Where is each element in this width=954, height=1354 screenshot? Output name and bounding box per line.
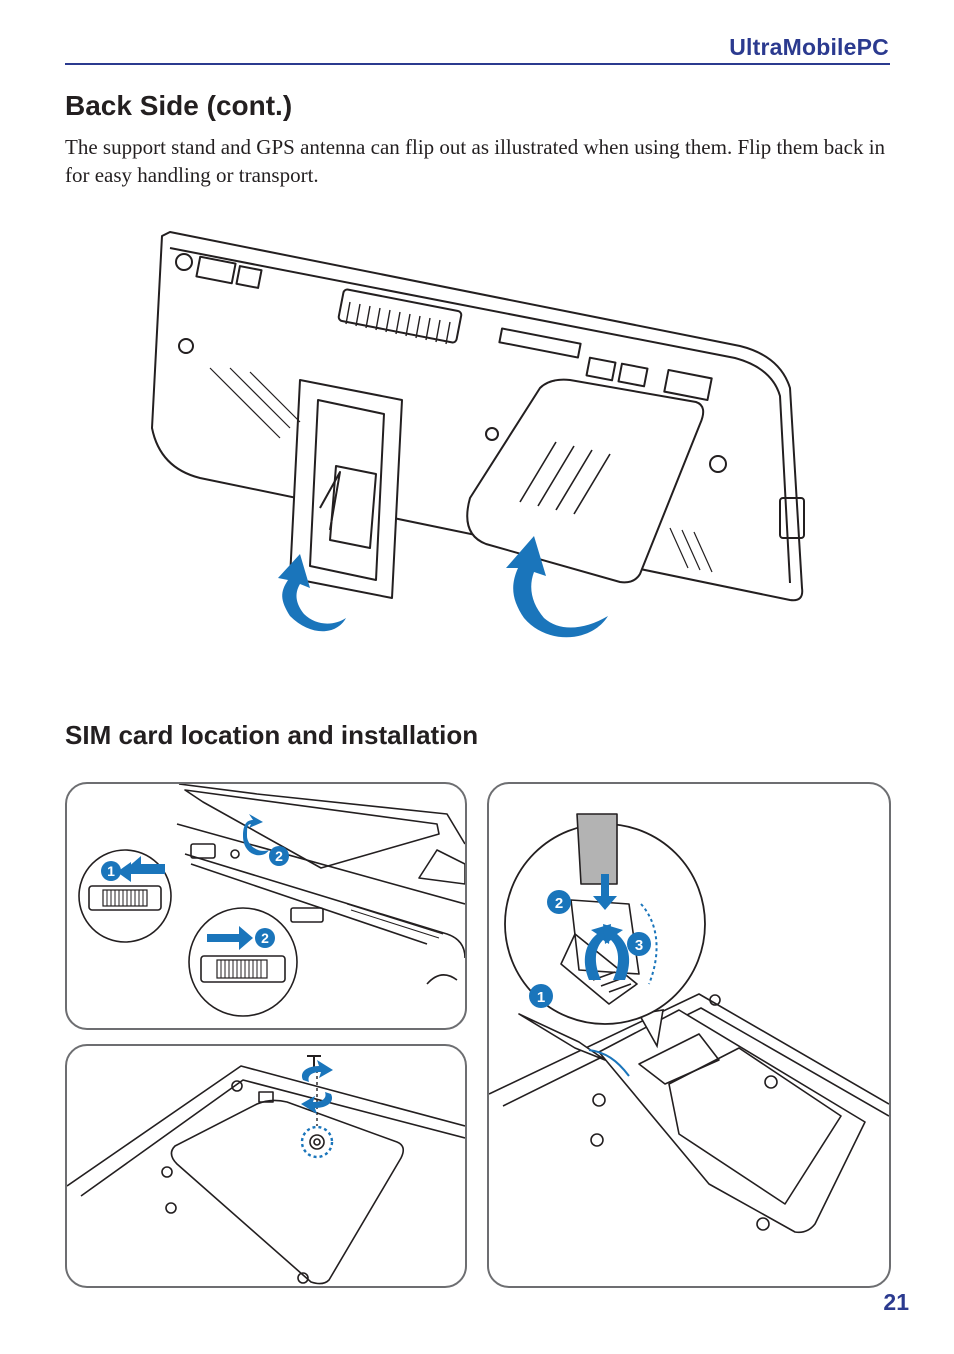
panel-cover-screw [65, 1044, 467, 1288]
flip-arrow-antenna [506, 536, 608, 638]
running-header-title: UltraMobilePC [729, 34, 889, 60]
sim-slot-illustration: 1 2 3 [489, 813, 889, 1234]
section-title: Back Side (cont.) [65, 90, 293, 121]
panel1-step2-top-marker: 2 [275, 848, 283, 864]
sim-section-title: SIM card location and installation [65, 720, 479, 750]
device-back-illustration [151, 231, 805, 638]
panel-sim-slot: 1 2 3 [487, 782, 891, 1288]
battery-release-illustration: 1 2 2 [78, 784, 465, 1017]
flip-arrow-stand [278, 554, 346, 632]
header-rule [65, 63, 890, 65]
cover-screw-illustration [67, 1055, 465, 1285]
panel3-step2-marker: 2 [555, 895, 563, 912]
panel1-step2-bottom-marker: 2 [261, 930, 269, 946]
panel3-step3-marker: 3 [635, 937, 643, 954]
section-intro: The support stand and GPS antenna can fl… [65, 135, 886, 187]
panel1-step1-marker: 1 [107, 863, 115, 879]
page-number: 21 [883, 1289, 909, 1315]
panel-battery-release: 1 2 2 [65, 782, 467, 1030]
panel3-step1-marker: 1 [537, 989, 545, 1006]
